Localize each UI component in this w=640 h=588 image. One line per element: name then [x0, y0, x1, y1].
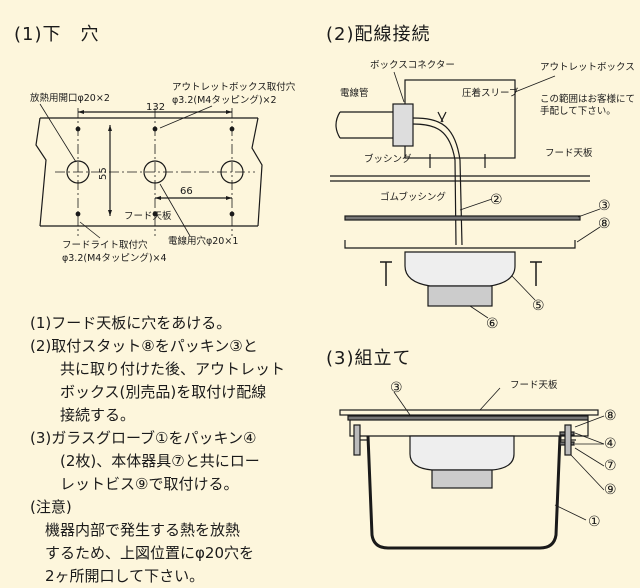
num-4: ④ — [604, 436, 617, 452]
step-3-line-3: レットビス⑨で取付ける。 — [30, 475, 239, 493]
vent-label: 放熱用開口φ20×2 — [30, 92, 110, 104]
box-connector — [392, 103, 414, 147]
light-hole-tl — [75, 126, 81, 132]
hood-panel — [339, 409, 599, 416]
step-3-line-2: (2枚)、本体器具⑦と共にロー — [30, 452, 260, 470]
light-hole-bl — [75, 211, 81, 217]
num-6: ⑥ — [486, 316, 499, 332]
step-2-line-3: ボックス(別売品)を取付け配線 — [30, 383, 267, 401]
light-hole-label-2: φ3.2(M4タッピング)×4 — [62, 252, 167, 264]
mounting-plate — [344, 240, 576, 249]
vent-leader — [39, 103, 77, 163]
outlet-hole-label-1: アウトレットボックス取付穴 — [172, 81, 296, 93]
outlet-hole-top — [152, 126, 158, 132]
outlet-hole-label-2: φ3.2(M4タッピング)×2 — [172, 94, 277, 106]
num-5: ⑤ — [532, 298, 545, 314]
light-hole-label-1: フードライト取付穴 — [62, 239, 148, 251]
glass-globe — [366, 435, 562, 550]
wire-2 — [412, 123, 457, 246]
step-3-line-1: (3)ガラスグローブ①をパッキン④ — [30, 429, 257, 447]
note-title: (注意) — [30, 498, 72, 516]
instructions: (1)フード天板に穴をあける。 (2)取付スタット⑧をパッキン③と 共に取り付け… — [30, 312, 285, 588]
panel-right-break — [251, 117, 263, 227]
vent-hole-left — [66, 160, 90, 184]
fixture-body — [404, 251, 516, 287]
cable-hole-leader — [159, 183, 191, 237]
bushing-label: ブッシング — [364, 153, 412, 165]
hood-panel-label-2: フード天板 — [545, 147, 593, 159]
num-9: ⑨ — [604, 482, 617, 498]
step-2-line-2: 共に取り付けた後、アウトレット — [30, 360, 286, 378]
wiring-section-title: (2)配線接続 — [326, 24, 431, 45]
screw-9 — [564, 424, 572, 456]
outlet-box-label: アウトレットボックス — [540, 62, 635, 73]
light-hole-leader — [79, 221, 101, 239]
panel-left-break — [35, 117, 47, 227]
rubber-bushing-label: ゴムブッシング — [380, 191, 446, 203]
outlet-hole-bottom — [152, 211, 158, 217]
outlet-hole-leader — [159, 105, 213, 129]
num-3: ③ — [390, 380, 403, 396]
wire-1 — [412, 117, 463, 246]
scope-label-1: この範囲はお客様にて — [540, 93, 635, 105]
fixture-body — [409, 435, 515, 471]
conduit-label: 電線管 — [340, 87, 369, 99]
conduit-break — [335, 111, 341, 139]
step-1: (1)フード天板に穴をあける。 — [30, 314, 232, 332]
dim-132: 132 — [146, 102, 165, 113]
mounting-bracket — [349, 420, 589, 437]
dim-66: 66 — [180, 186, 193, 197]
note-line-3: 2ヶ所開口して下さい。 — [30, 567, 205, 585]
light-hole-tr — [229, 126, 235, 132]
holes-section-title: (1)下 穴 — [14, 24, 100, 45]
num-8: ⑧ — [598, 216, 611, 232]
num-3: ③ — [598, 198, 611, 214]
lamp-unit — [427, 285, 493, 307]
gasket-3 — [344, 215, 581, 221]
num-7: ⑦ — [604, 458, 617, 474]
scope-label-2: 手配して下さい。 — [540, 105, 616, 117]
note-line-1: 機器内部で発生する熱を放熱 — [30, 521, 241, 539]
outlet-box — [404, 79, 516, 159]
gasket-3 — [347, 415, 589, 421]
cable-hole-label: 電線用穴φ20×1 — [168, 235, 238, 247]
hood-panel-label-3: フード天板 — [510, 379, 558, 391]
vent-hole-right — [220, 160, 244, 184]
num-2: ② — [490, 192, 503, 208]
box-connector-label: ボックスコネクター — [370, 60, 455, 71]
cable-hole — [143, 160, 167, 184]
step-2-line-4: 接続する。 — [30, 406, 136, 424]
assembly-section-title: (3)組立て — [326, 348, 412, 369]
num-8: ⑧ — [604, 408, 617, 424]
sleeve — [437, 111, 447, 123]
hood-panel-label: フード天板 — [124, 210, 172, 222]
dim-55: 55 — [98, 167, 109, 180]
light-hole-br — [229, 211, 235, 217]
num-1: ① — [588, 514, 601, 530]
step-2-line-1: (2)取付スタット⑧をパッキン③と — [30, 337, 258, 355]
note-line-2: するため、上図位置にφ20穴を — [30, 544, 254, 562]
sleeve-label: 圧着スリーブ — [462, 87, 519, 99]
lamp-unit — [431, 469, 493, 489]
